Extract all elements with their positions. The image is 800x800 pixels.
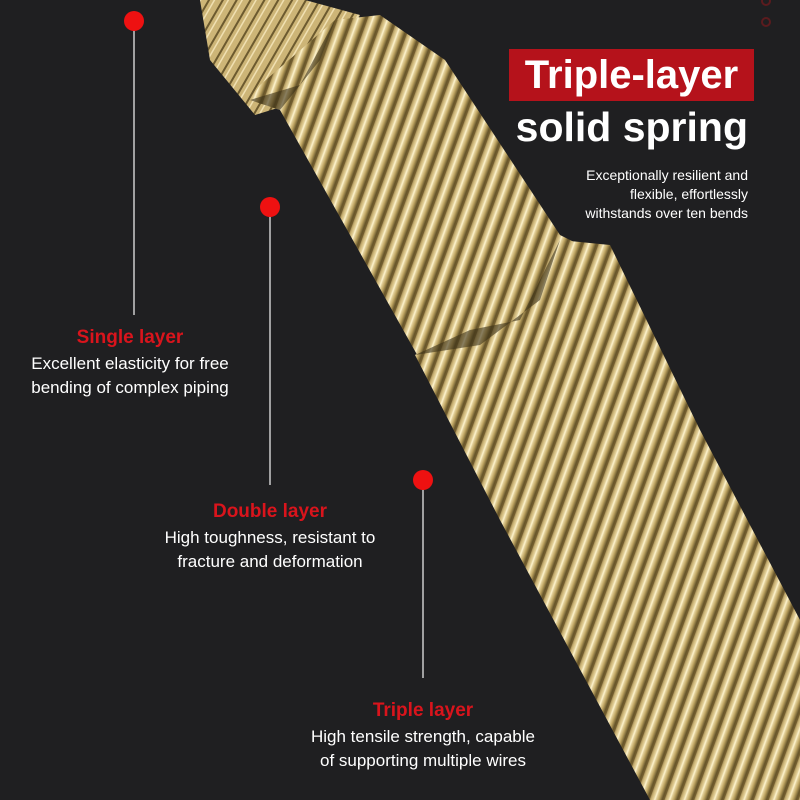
description-line: withstands over ten bends: [585, 205, 748, 221]
title-line-1: Triple-layer: [524, 53, 739, 97]
callout-line: of supporting multiple wires: [320, 751, 526, 770]
title-highlight-box: [509, 49, 754, 101]
callout-line: bending of complex piping: [31, 378, 229, 397]
callout-heading-single: Single layer: [76, 327, 184, 348]
callout-heading-double: Double layer: [212, 501, 328, 522]
title-line-2: solid spring: [515, 104, 748, 150]
callout-line: fracture and deformation: [177, 552, 363, 571]
callout-line: High toughness, resistant to: [164, 528, 376, 547]
description-line: Exceptionally resilient and: [586, 167, 748, 183]
title-description: Exceptionally resilient and flexible, ef…: [518, 166, 748, 223]
pointer-dot-single: [124, 11, 144, 31]
callout-heading-triple: Triple layer: [372, 700, 474, 721]
callout-text-single: Excellent elasticity for free bending of…: [0, 352, 270, 400]
pointer-dot-double: [260, 197, 280, 217]
description-line: flexible, effortlessly: [629, 186, 748, 202]
callout-line: High tensile strength, capable: [311, 727, 535, 746]
callout-text-double: High toughness, resistant to fracture an…: [130, 526, 410, 574]
pointer-dot-triple: [413, 470, 433, 490]
middle-layer-strand: [250, 15, 590, 360]
outer-layer-strand: [415, 240, 800, 800]
callout-line: Excellent elasticity for free: [31, 354, 229, 373]
decorative-ring-icon: [761, 17, 771, 27]
callout-text-triple: High tensile strength, capable of suppor…: [283, 725, 563, 773]
decorative-ring-icon: [761, 0, 771, 6]
